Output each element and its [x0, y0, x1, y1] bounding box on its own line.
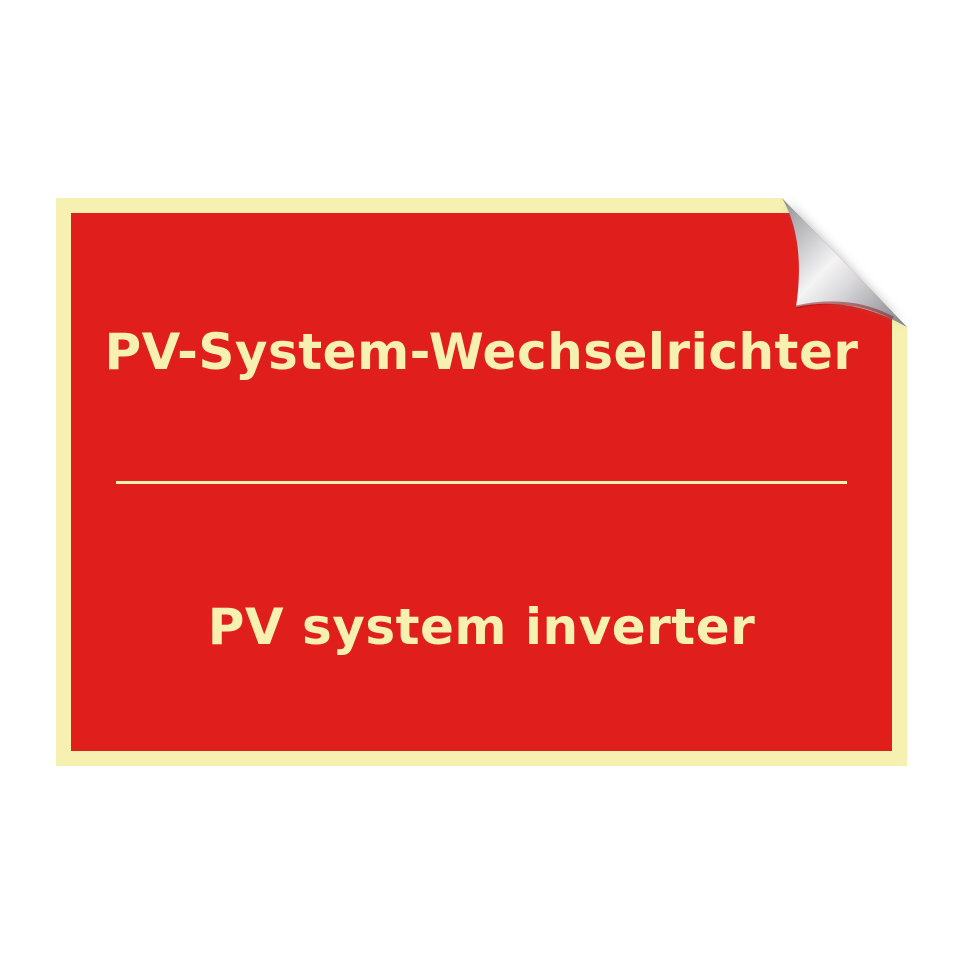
peel-corner-icon: [782, 198, 907, 327]
sign-divider: [116, 481, 847, 484]
sticker-sign: PV-System-Wechselrichter PV system inver…: [56, 198, 907, 766]
sign-title-english: PV system inverter: [207, 598, 756, 656]
sign-red-panel: PV-System-Wechselrichter PV system inver…: [71, 213, 892, 751]
sign-title-german: PV-System-Wechselrichter: [104, 323, 859, 381]
